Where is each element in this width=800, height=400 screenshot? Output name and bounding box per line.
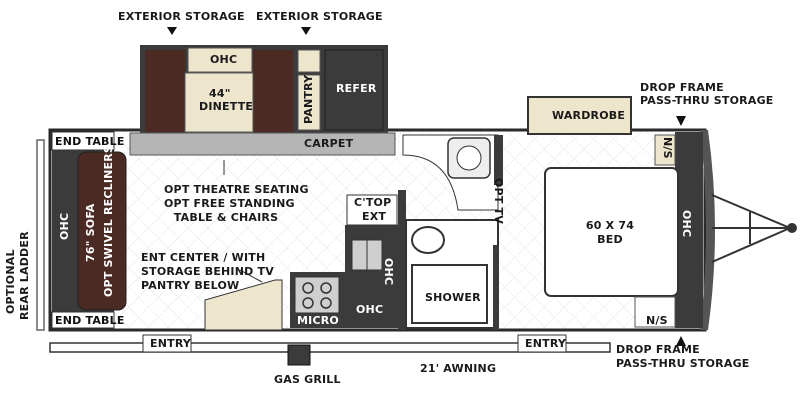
- rear-ladder-label: REAR LADDER: [18, 231, 31, 320]
- slideout-ohc-label: OHC: [210, 53, 238, 66]
- awning: [49, 342, 611, 353]
- front-cap: [700, 130, 715, 330]
- optional-label: OPTIONAL: [4, 249, 17, 314]
- entry-right-label: ENTRY: [525, 337, 567, 350]
- pantry-top: [297, 49, 321, 73]
- ctop-label: C'TOP: [354, 196, 392, 209]
- arrow-down-icon: [301, 27, 311, 35]
- stove-burners: [302, 282, 332, 309]
- entry-step-left: [142, 334, 192, 353]
- pantry-cabinet: [297, 74, 321, 131]
- pantry-below-label: PANTRY BELOW: [141, 279, 240, 292]
- bath-ohc-label: OHC: [382, 258, 395, 286]
- sofa-size-label: 76" SOFA: [84, 203, 97, 262]
- dinette-table: [184, 72, 254, 133]
- ext-storage-left-label: EXTERIOR STORAGE: [118, 10, 245, 23]
- slideout-ohc: [187, 47, 253, 73]
- bed: [544, 167, 679, 297]
- ent-center: [204, 279, 283, 331]
- entry-step-right: [517, 334, 567, 353]
- ns-bottom-label: N/S: [646, 314, 668, 327]
- bed-size-label: 60 X 74: [585, 219, 635, 232]
- gas-grill-icon: [287, 344, 311, 366]
- dinette-left-bench: [145, 50, 185, 132]
- dinette-label: DINETTE: [199, 100, 254, 113]
- wardrobe-label: WARDROBE: [552, 109, 626, 122]
- stove: [294, 276, 340, 314]
- drop-frame-bottom-label: DROP FRAME: [616, 343, 700, 356]
- bedroom-front: [675, 132, 703, 328]
- end-table-top: [51, 131, 115, 151]
- shower-label: SHOWER: [425, 291, 481, 304]
- toilet: [411, 226, 445, 254]
- ent-storage-label: STORAGE BEHIND TV: [141, 265, 274, 278]
- ext-storage-right-label: EXTERIOR STORAGE: [256, 10, 383, 23]
- free-standing-label: OPT FREE STANDING: [164, 197, 295, 210]
- shower: [411, 264, 488, 324]
- dinette-size-label: 44": [209, 87, 231, 100]
- bed-ohc-label: OHC: [680, 210, 693, 238]
- dinette-right-bench: [253, 50, 293, 132]
- end-table-top-label: END TABLE: [55, 135, 125, 148]
- table-chairs-label: TABLE & CHAIRS: [173, 211, 279, 224]
- theatre-seating-label: OPT THEATRE SEATING: [164, 183, 309, 196]
- gas-grill-label: GAS GRILL: [274, 373, 341, 386]
- end-table-bottom-label: END TABLE: [55, 314, 125, 327]
- sofa: [77, 151, 127, 311]
- bath-wall: [398, 190, 406, 330]
- recliners-label: OPT SWIVEL RECLINERS: [102, 144, 115, 297]
- bed-label: BED: [597, 233, 623, 246]
- bath-wall-right: [493, 245, 499, 330]
- ctop-ext: [346, 194, 398, 226]
- micro-label: MICRO: [297, 314, 339, 327]
- arrow-up-icon: [676, 336, 686, 346]
- tv-wall: [494, 135, 503, 185]
- ns-top-label: N/S: [661, 137, 674, 159]
- refer-label: REFER: [336, 82, 377, 95]
- entry-left-label: ENTRY: [150, 337, 192, 350]
- wardrobe: [527, 96, 632, 135]
- carpet-area: [129, 132, 396, 156]
- rear-ladder: [36, 139, 45, 331]
- arrow-down-icon: [167, 27, 177, 35]
- storage-arrows: [167, 27, 686, 346]
- nightstand-top: [654, 134, 676, 166]
- pass-thru-top-label: PASS-THRU STORAGE: [640, 94, 774, 107]
- opt-tv-label: OPT TV: [492, 178, 505, 224]
- awning-label: 21' AWNING: [420, 362, 497, 375]
- end-table-bottom: [51, 311, 115, 329]
- ent-center-label: ENT CENTER / WITH: [141, 251, 266, 264]
- ctop-ext-label: EXT: [362, 210, 387, 223]
- carpet-label: CARPET: [304, 137, 354, 150]
- arrow-down-icon: [676, 116, 686, 126]
- pass-thru-bottom-label: PASS-THRU STORAGE: [616, 357, 750, 370]
- nightstand-bottom: [634, 296, 676, 328]
- kitchen-ohc-label: OHC: [356, 303, 384, 316]
- hitch: [711, 194, 797, 263]
- drop-frame-top-label: DROP FRAME: [640, 81, 724, 94]
- pantry-label: PANTRY: [302, 74, 315, 124]
- refrigerator: [324, 49, 384, 131]
- sofa-ohc-label: OHC: [58, 212, 71, 240]
